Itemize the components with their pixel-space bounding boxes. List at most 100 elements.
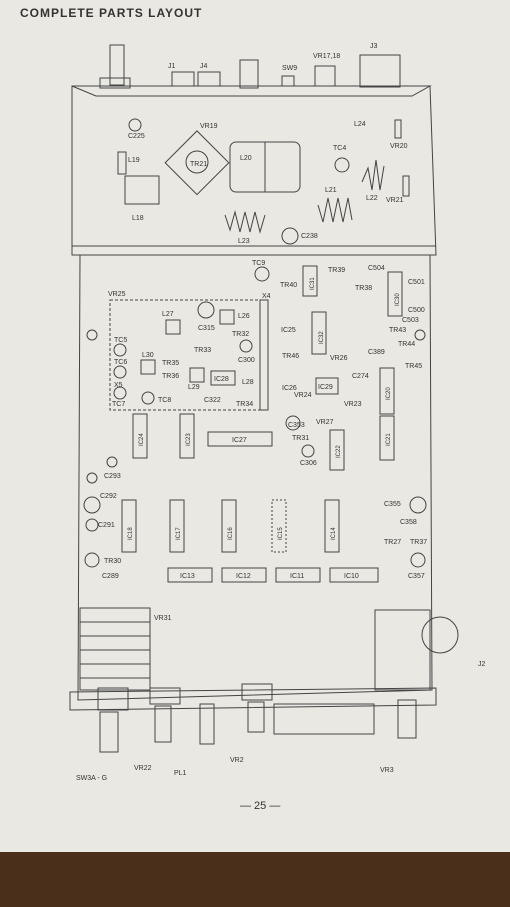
label-c225: C225: [128, 133, 145, 140]
vr22-pot: [149, 687, 181, 705]
l21-coil: [317, 197, 353, 223]
l29-coil: [189, 367, 205, 383]
vr22-shaft: [154, 705, 172, 743]
c355-capacitor: [409, 496, 427, 514]
label-l18: L18: [132, 215, 144, 222]
pl1-plug: [199, 703, 215, 745]
label-sw3a-g: SW3A - G: [76, 775, 107, 782]
ic20: [379, 367, 395, 415]
vr21-pot: [402, 175, 410, 197]
label-ic13: IC13: [180, 573, 195, 580]
label-vr21: VR21: [386, 197, 404, 204]
label-ic22: IC22: [336, 445, 342, 458]
label-tr45: TR45: [405, 363, 422, 370]
vr2-pot: [241, 683, 273, 701]
label-tr37: TR37: [410, 539, 427, 546]
j2-connector-assembly: [374, 609, 431, 691]
tc8-trimmer: [141, 391, 155, 405]
tr21-transistor: [164, 130, 230, 196]
l23-coil: [224, 210, 266, 234]
j3-connector: [359, 54, 401, 88]
ic30: [387, 271, 403, 317]
label-c292: C292: [100, 493, 117, 500]
label-vr27: VR27: [316, 419, 334, 426]
label-ic20: IC20: [386, 387, 392, 400]
ic17: [169, 499, 185, 553]
c293-capacitor: [106, 456, 118, 468]
label-ic25: IC25: [281, 327, 296, 334]
label-tr21: TR21: [190, 161, 207, 168]
label-tr30: TR30: [104, 558, 121, 565]
c292-capacitor: [83, 496, 101, 514]
ic24: [132, 413, 148, 459]
ic14: [324, 499, 340, 553]
label-c503: C503: [402, 317, 419, 324]
ic12: [221, 567, 267, 583]
ic13: [167, 567, 213, 583]
sw3a-g-switch: [97, 687, 129, 711]
label-c355: C355: [384, 501, 401, 508]
mount-hole: [86, 329, 98, 341]
tc6-trimmer: [113, 365, 127, 379]
desk-surface: [0, 852, 510, 907]
label-l24: L24: [354, 121, 366, 128]
ic32: [311, 311, 327, 355]
label-vr25: VR25: [108, 291, 126, 298]
label-tr44: TR44: [398, 341, 415, 348]
label-pl1: PL1: [174, 770, 187, 777]
label-ic27: IC27: [232, 437, 247, 444]
label-c289: C289: [102, 573, 119, 580]
label-ic24: IC24: [139, 433, 145, 446]
main-board: [77, 254, 433, 701]
label-vr2: VR2: [230, 757, 244, 764]
c300-capacitor: [239, 339, 253, 353]
label-sw9: SW9: [282, 65, 297, 72]
label-vr3: VR3: [380, 767, 394, 774]
label-vr26: VR26: [330, 355, 348, 362]
label-tc5: TC5: [114, 337, 127, 344]
label-c315: C315: [198, 325, 215, 332]
label-l19: L19: [128, 157, 140, 164]
label-tr46: TR46: [282, 353, 299, 360]
label-tc9: TC9: [252, 260, 265, 267]
label-tr36: TR36: [162, 373, 179, 380]
top-shaft-base: [99, 77, 131, 89]
c238-capacitor: [281, 227, 299, 245]
label-vr23: VR23: [344, 401, 362, 408]
ic22: [329, 429, 345, 471]
label-c274: C274: [352, 373, 369, 380]
label-l27: L27: [162, 311, 174, 318]
manual-page: COMPLETE PARTS LAYOUT: [0, 0, 510, 852]
label-x4: X4: [262, 293, 271, 300]
label-vr19: VR19: [200, 123, 218, 130]
label-vr22: VR22: [134, 765, 152, 772]
label-l20: L20: [240, 155, 252, 162]
c315-capacitor: [197, 301, 215, 319]
ic11: [275, 567, 321, 583]
sw3a-g-shaft: [99, 711, 119, 753]
label-ic15: IC15: [278, 527, 284, 540]
label-ic18: IC18: [128, 527, 134, 540]
c225-capacitor: [128, 118, 142, 132]
label-ic28: IC28: [214, 376, 229, 383]
tc4-trimmer: [334, 157, 350, 173]
label-tr32: TR32: [232, 331, 249, 338]
top-shaft: [109, 44, 125, 86]
label-ic16: IC16: [228, 527, 234, 540]
label-x5: X5: [114, 382, 123, 389]
label-c500: C500: [408, 307, 425, 314]
mount-hole: [414, 329, 426, 341]
c291-capacitor: [85, 518, 99, 532]
label-tc8: TC8: [158, 397, 171, 404]
label-vr17-18: VR17,18: [313, 53, 340, 60]
label-c353: C353: [288, 422, 305, 429]
label-tr40: TR40: [280, 282, 297, 289]
label-ic26: IC26: [282, 385, 297, 392]
label-j3: J3: [370, 43, 378, 50]
label-vr31: VR31: [154, 615, 172, 622]
tc7-trimmer: [113, 386, 127, 400]
label-vr24: VR24: [294, 392, 312, 399]
j1-connector: [171, 71, 195, 87]
front-panel: [69, 687, 437, 711]
ic16: [221, 499, 237, 553]
